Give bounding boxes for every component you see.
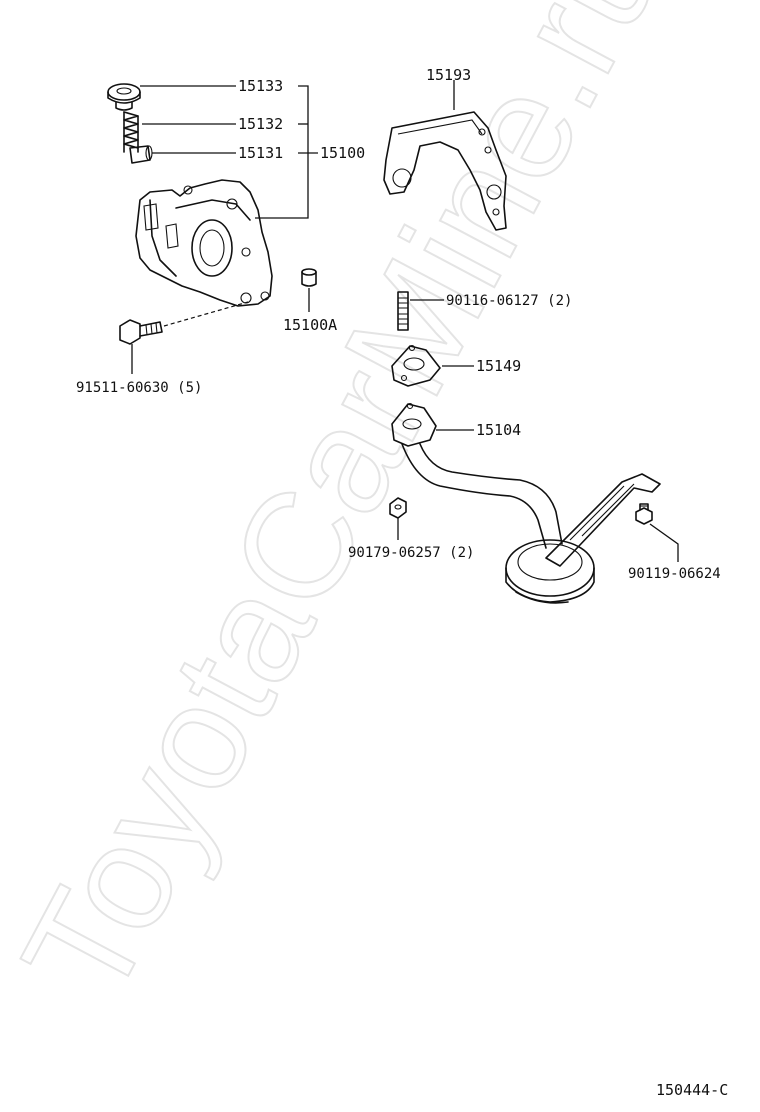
label-90119-06624: 90119-06624 <box>628 566 721 582</box>
strainer-icon[interactable] <box>391 402 661 604</box>
label-15131: 15131 <box>238 144 283 162</box>
spring-icon[interactable] <box>123 111 139 153</box>
gasket-icon[interactable] <box>383 111 507 231</box>
label-90179-06257: 90179-06257 (2) <box>348 545 474 561</box>
bolt-icon[interactable] <box>119 319 163 345</box>
stud-icon[interactable] <box>397 291 409 331</box>
label-15149: 15149 <box>476 357 521 375</box>
bracket-bolt-icon[interactable] <box>635 503 653 525</box>
plug-icon[interactable] <box>107 83 141 111</box>
label-15100: 15100 <box>320 144 365 162</box>
pin-icon[interactable] <box>301 268 317 287</box>
diagram-code: 150444-C <box>656 1081 728 1099</box>
label-15133: 15133 <box>238 77 283 95</box>
oil-pump-icon[interactable] <box>135 179 273 307</box>
label-15132: 15132 <box>238 115 283 133</box>
label-15104: 15104 <box>476 421 521 439</box>
strainer-gasket-icon[interactable] <box>391 344 441 387</box>
label-90116-06127: 90116-06127 (2) <box>446 293 572 309</box>
label-15193: 15193 <box>426 66 471 84</box>
label-15100A: 15100A <box>283 316 337 334</box>
label-91511-60630: 91511-60630 (5) <box>76 380 202 396</box>
piston-icon[interactable] <box>129 145 153 164</box>
nut-icon[interactable] <box>389 497 407 519</box>
